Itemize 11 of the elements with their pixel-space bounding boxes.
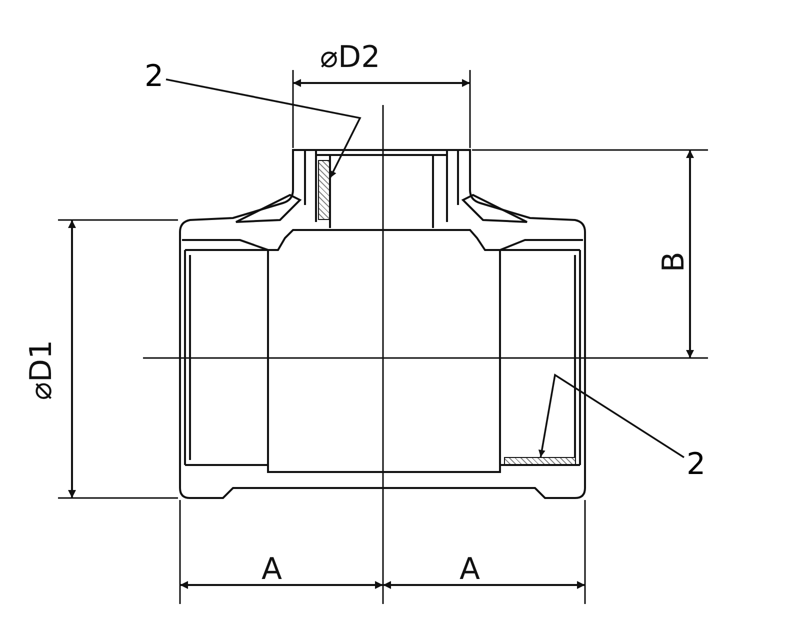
dimension-label: ⌀D1 (27, 340, 58, 400)
thread-section (318, 160, 330, 220)
thread-section (504, 457, 576, 465)
dimension-label: B (658, 252, 689, 272)
callout-number: 2 (142, 60, 166, 94)
dimension-label: A (460, 555, 480, 585)
callout-number: 2 (684, 448, 708, 482)
leader-line (166, 78, 362, 178)
dimension-label: ⌀D2 (320, 43, 380, 73)
dimension-label: A (262, 555, 282, 585)
leader-line (538, 374, 684, 458)
